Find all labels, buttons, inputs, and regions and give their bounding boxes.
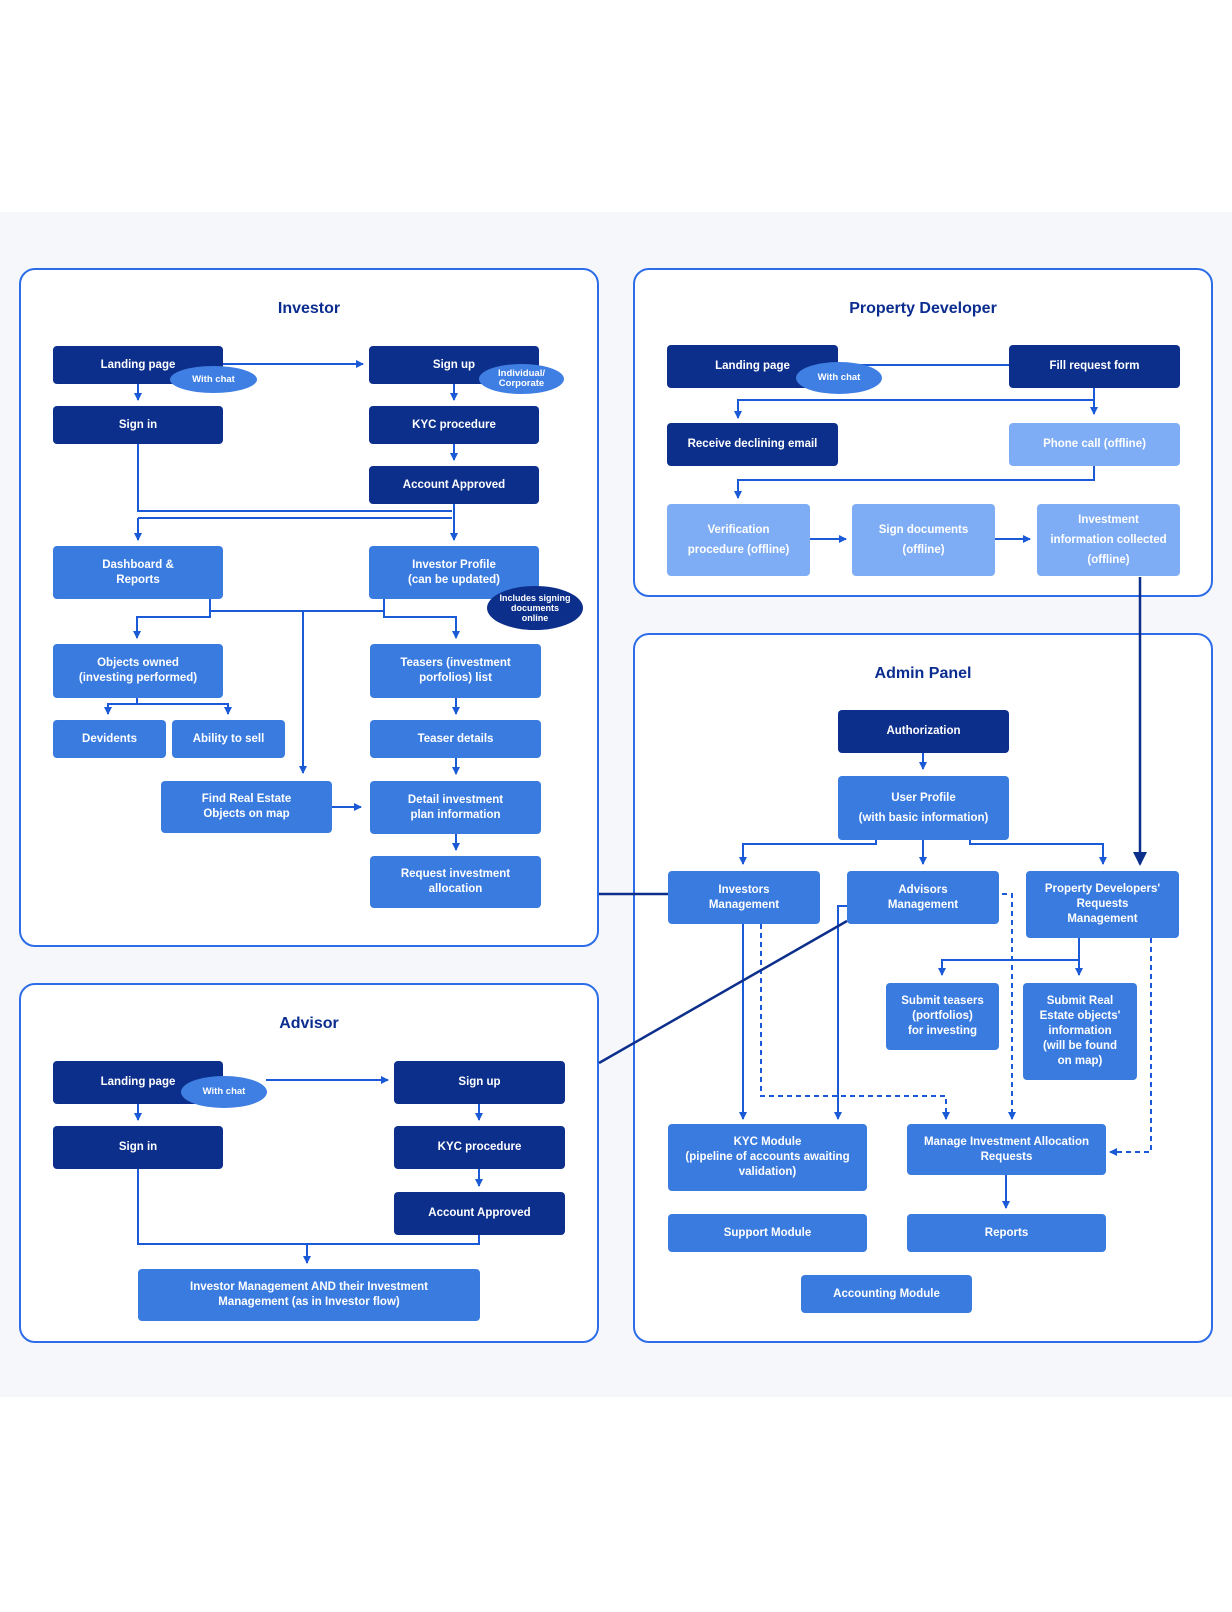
advisor-account-approved: Account Approved <box>394 1192 565 1235</box>
developer-phone-call: Phone call (offline) <box>1009 423 1180 466</box>
admin-reports: Reports <box>907 1214 1106 1252</box>
investor-title: Investor <box>277 300 341 317</box>
developer-info-collected: Investment information collected (offlin… <box>1037 504 1180 576</box>
investor-objects-owned: Objects owned (investing performed) <box>53 644 223 698</box>
developer-fill-request-form: Fill request form <box>1009 345 1180 388</box>
investor-signup-type-badge: Individual/ Corporate <box>479 364 564 394</box>
admin-pd-requests-management: Property Developers' Requests Management <box>1026 871 1179 938</box>
admin-support-module: Support Module <box>668 1214 867 1252</box>
advisor-investor-management: Investor Management AND their Investment… <box>138 1269 480 1321</box>
developer-declining-email: Receive declining email <box>667 423 838 466</box>
investor-teaser-details: Teaser details <box>370 720 541 758</box>
advisor-title: Advisor <box>279 1015 339 1032</box>
admin-panel-title: Admin Panel <box>874 665 972 682</box>
investor-with-chat-badge: With chat <box>170 366 257 393</box>
admin-kyc-module: KYC Module (pipeline of accounts awaitin… <box>668 1124 867 1191</box>
advisor-with-chat-badge: With chat <box>181 1076 267 1108</box>
investor-ability-to-sell: Ability to sell <box>172 720 285 758</box>
investor-find-objects-map: Find Real Estate Objects on map <box>161 781 332 833</box>
investor-detail-plan: Detail investment plan information <box>370 781 541 834</box>
admin-accounting-module: Accounting Module <box>801 1275 972 1313</box>
developer-with-chat-badge: With chat <box>796 362 882 394</box>
admin-user-profile: User Profile (with basic information) <box>838 776 1009 840</box>
developer-sign-documents: Sign documents (offline) <box>852 504 995 576</box>
developer-verification: Verification procedure (offline) <box>667 504 810 576</box>
advisor-kyc-procedure: KYC procedure <box>394 1126 565 1169</box>
investor-request-allocation: Request investment allocation <box>370 856 541 908</box>
signing-documents-badge: Includes signing documents online <box>487 586 583 630</box>
investor-kyc-procedure: KYC procedure <box>369 406 539 444</box>
investor-devidents: Devidents <box>53 720 166 758</box>
investor-teasers-list: Teasers (investment porfolios) list <box>370 644 541 698</box>
admin-submit-real-estate: Submit Real Estate objects' information … <box>1023 983 1137 1080</box>
advisor-sign-in: Sign in <box>53 1126 223 1169</box>
investor-sign-in: Sign in <box>53 406 223 444</box>
admin-authorization: Authorization <box>838 710 1009 753</box>
admin-advisors-management: Advisors Management <box>847 871 999 924</box>
admin-investors-management: Investors Management <box>668 871 820 924</box>
investor-dashboard-reports: Dashboard & Reports <box>53 546 223 599</box>
investor-account-approved: Account Approved <box>369 466 539 504</box>
admin-submit-teasers: Submit teasers (portfolios) for investin… <box>886 983 999 1050</box>
admin-manage-allocation-requests: Manage Investment Allocation Requests <box>907 1124 1106 1175</box>
advisor-sign-up: Sign up <box>394 1061 565 1104</box>
property-developer-title: Property Developer <box>849 300 997 317</box>
